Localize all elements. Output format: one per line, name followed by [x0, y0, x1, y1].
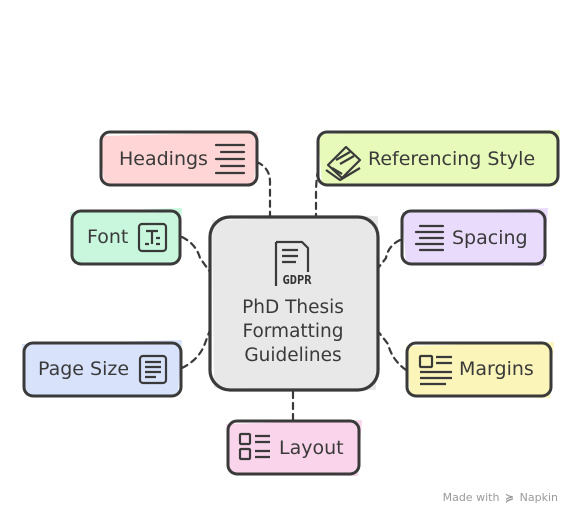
connector-font [180, 235, 212, 274]
node-label-page-size: Page Size [38, 358, 130, 380]
connector-page-size [180, 328, 212, 370]
made-with-footer[interactable]: Made with ≽ Napkin [443, 491, 558, 504]
image-text-icon [418, 354, 452, 386]
node-label-referencing-style: Referencing Style [368, 148, 536, 170]
node-spacing[interactable] [400, 208, 548, 266]
node-referencing-style[interactable] [316, 130, 560, 187]
node-headings[interactable] [99, 130, 259, 187]
node-font-border [70, 209, 182, 266]
node-label-layout: Layout [279, 437, 344, 459]
made-with-text: Made with [442, 491, 500, 504]
center-title-line-2: Formatting [242, 321, 344, 342]
node-margins-border [405, 341, 553, 398]
napkin-brand: Napkin [519, 491, 558, 504]
node-label-spacing: Spacing [452, 227, 528, 249]
node-font[interactable] [70, 208, 182, 266]
connector-margins [375, 328, 408, 372]
node-layout[interactable] [226, 419, 362, 476]
node-layout-border [226, 419, 361, 476]
node-spacing-border [400, 209, 547, 266]
node-margins[interactable] [405, 341, 554, 398]
node-layout-fill [226, 420, 362, 476]
layout-grid-icon [238, 432, 270, 461]
connector-spacing [373, 238, 402, 274]
page-lines-icon [138, 354, 168, 385]
center-title-line-3: Guidelines [244, 345, 342, 366]
node-label-margins: Margins [459, 358, 534, 380]
center-title-line-1: PhD Thesis [242, 297, 344, 318]
node-page-size-border [22, 341, 183, 398]
node-label-font: Font [87, 226, 129, 248]
document-icon-text: GDPR [282, 273, 312, 287]
center-node [208, 215, 380, 392]
node-spacing-fill [402, 208, 548, 266]
node-page-size[interactable] [22, 340, 183, 398]
document-icon [274, 240, 310, 286]
node-label-headings: Headings [119, 148, 208, 170]
lines-icon [414, 224, 445, 252]
center-node-border [208, 215, 380, 392]
node-headings-border [99, 130, 259, 187]
node-referencing-style-border [316, 130, 560, 187]
book-icon [325, 145, 362, 182]
napkin-logo-icon: ≽ [504, 491, 515, 504]
center-title: PhD Thesis Formatting Guidelines [213, 296, 373, 368]
heading-lines-icon [214, 143, 246, 175]
node-referencing-style-fill [318, 130, 560, 186]
connector-headings [255, 160, 272, 220]
text-box-icon [137, 222, 168, 253]
center-node-fill [212, 216, 378, 390]
